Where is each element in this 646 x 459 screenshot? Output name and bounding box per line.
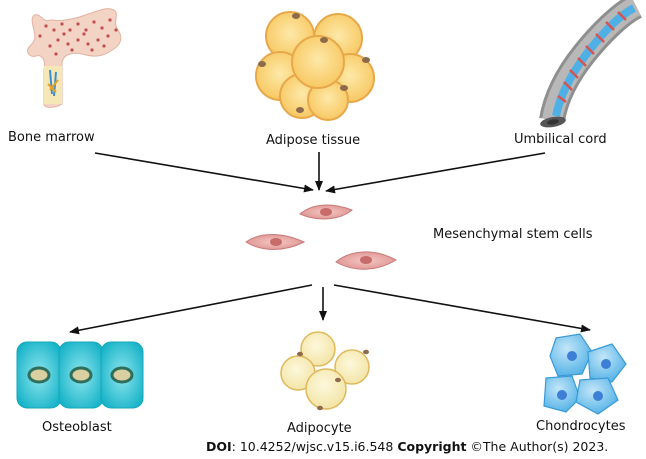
label-adipose-tissue: Adipose tissue (266, 133, 361, 148)
label-osteoblast: Osteoblast (42, 420, 112, 435)
arrow-bone-marrow-to-msc (94, 152, 314, 193)
adipose-tissue-illustration (255, 11, 375, 121)
copyright-label: Copyright (397, 439, 467, 454)
msc-cell (245, 234, 306, 250)
copyright-text: ©The Author(s) 2023. (466, 439, 609, 454)
label-mesenchymal-stem-cells: Mesenchymal stem cells (433, 227, 593, 242)
bone-marrow-illustration (27, 8, 122, 108)
adipocyte-illustration (280, 331, 370, 411)
umbilical-cord-illustration (539, 0, 643, 128)
arrows (69, 152, 591, 335)
label-adipocyte: Adipocyte (287, 421, 352, 436)
label-bone-marrow: Bone marrow (8, 130, 95, 145)
arrow-msc-to-osteoblast (69, 284, 313, 335)
msc-cell (335, 251, 398, 270)
label-chondrocytes: Chondrocytes (536, 419, 626, 434)
label-umbilical-cord: Umbilical cord (514, 132, 607, 147)
chondrocytes-illustration (543, 333, 627, 415)
arrow-msc-to-chondrocytes (333, 284, 591, 333)
msc-cell (299, 204, 353, 220)
doi-label: DOI (206, 439, 232, 454)
arrow-cord-to-msc (325, 152, 546, 194)
osteoblast-illustration (16, 341, 144, 409)
doi-value: : 10.4252/wjsc.v15.i6.548 (231, 439, 398, 454)
msc-cells (245, 204, 398, 270)
doi-footer: DOI: 10.4252/wjsc.v15.i6.548 Copyright ©… (206, 439, 609, 454)
